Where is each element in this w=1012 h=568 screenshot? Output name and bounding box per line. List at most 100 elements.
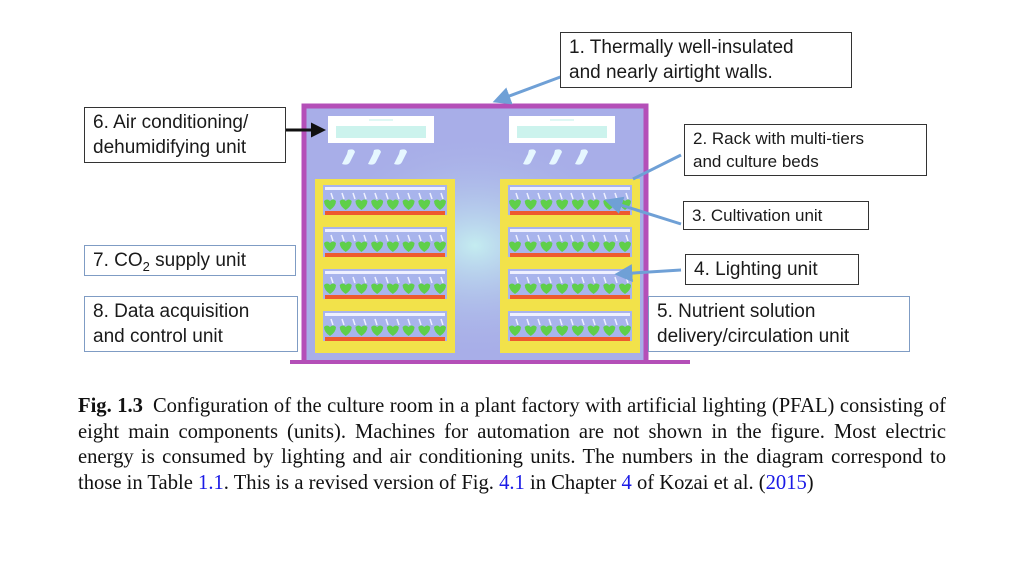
airflow-icon bbox=[575, 149, 588, 165]
plant-icon bbox=[524, 325, 537, 336]
plant-icon bbox=[339, 199, 352, 210]
table-link[interactable]: 1.1 bbox=[198, 472, 224, 495]
light-ray bbox=[559, 234, 563, 242]
light-ray bbox=[341, 234, 345, 242]
light-ray bbox=[440, 318, 444, 326]
plant-icon bbox=[434, 325, 446, 336]
culture-bed bbox=[325, 337, 445, 341]
plant-icon bbox=[324, 241, 336, 252]
plant-icon bbox=[386, 325, 399, 336]
culture-bed bbox=[510, 253, 630, 257]
plant-icon bbox=[324, 283, 336, 294]
light-ray bbox=[418, 192, 422, 200]
light-ray bbox=[418, 276, 422, 284]
label-lighting: 4. Lighting unit bbox=[685, 254, 859, 285]
label-nutrient-line1: 5. Nutrient solution bbox=[657, 301, 816, 322]
arrow-lighting bbox=[614, 264, 682, 283]
culture-room-diagram bbox=[286, 74, 690, 364]
plant-icon bbox=[619, 325, 631, 336]
plant-icon bbox=[540, 283, 553, 294]
light-ray bbox=[330, 276, 334, 284]
plant-icon bbox=[434, 199, 446, 210]
label-rack-line2: and culture beds bbox=[693, 152, 819, 171]
plant-icon bbox=[509, 283, 521, 294]
plant-icon bbox=[524, 241, 537, 252]
plant-icon bbox=[386, 241, 399, 252]
light-ray bbox=[440, 234, 444, 242]
light-ray bbox=[603, 234, 607, 242]
plant-icon bbox=[556, 325, 569, 336]
rack-tier bbox=[323, 269, 447, 299]
label-co2-subscript: 2 bbox=[142, 258, 150, 274]
label-walls-line2: and nearly airtight walls. bbox=[569, 62, 773, 83]
plant-icon bbox=[434, 241, 446, 252]
plant-icon bbox=[355, 199, 368, 210]
light-ray bbox=[515, 318, 519, 326]
culture-bed bbox=[510, 211, 630, 215]
rack-tier bbox=[508, 269, 632, 299]
plant-icon bbox=[418, 325, 431, 336]
culture-bed bbox=[325, 253, 445, 257]
plant-icon bbox=[619, 241, 631, 252]
light-ray bbox=[330, 234, 334, 242]
plant-icon bbox=[434, 283, 446, 294]
plant-icon bbox=[324, 325, 336, 336]
light-ray bbox=[559, 192, 563, 200]
rack-tier bbox=[323, 311, 447, 341]
light-ray bbox=[385, 192, 389, 200]
plant-icon bbox=[603, 283, 616, 294]
chapter-link[interactable]: 4 bbox=[621, 472, 632, 495]
plant-icon bbox=[386, 283, 399, 294]
citation-year-link[interactable]: 2015 bbox=[765, 472, 807, 495]
lighting-tube bbox=[510, 271, 630, 274]
plant-icon bbox=[418, 199, 431, 210]
plant-icon bbox=[524, 283, 537, 294]
ac-unit bbox=[509, 116, 615, 165]
plant-icon bbox=[571, 325, 584, 336]
plant-icon bbox=[540, 241, 553, 252]
plant-icon bbox=[587, 241, 600, 252]
plant-icon bbox=[402, 199, 415, 210]
label-lighting-text: 4. Lighting unit bbox=[694, 259, 818, 280]
light-ray bbox=[374, 192, 378, 200]
airflow-icon bbox=[342, 149, 355, 165]
light-ray bbox=[625, 234, 629, 242]
caption-text-3: in Chapter bbox=[524, 472, 622, 495]
lighting-tube bbox=[510, 313, 630, 316]
plant-icon bbox=[524, 199, 537, 210]
light-ray bbox=[440, 192, 444, 200]
rack-tier bbox=[323, 227, 447, 257]
light-ray bbox=[429, 234, 433, 242]
lighting-tube bbox=[510, 229, 630, 232]
light-ray bbox=[330, 318, 334, 326]
light-ray bbox=[537, 276, 541, 284]
plant-icon bbox=[571, 283, 584, 294]
light-ray bbox=[407, 318, 411, 326]
plant-icon bbox=[556, 283, 569, 294]
plant-icon bbox=[418, 241, 431, 252]
plant-icon bbox=[355, 283, 368, 294]
light-ray bbox=[352, 276, 356, 284]
light-ray bbox=[363, 234, 367, 242]
plant-icon bbox=[371, 325, 384, 336]
lighting-tube bbox=[325, 313, 445, 316]
plant-icon bbox=[402, 241, 415, 252]
arrow-cultivation bbox=[604, 196, 682, 226]
light-ray bbox=[537, 234, 541, 242]
label-nutrient-line2: delivery/circulation unit bbox=[657, 326, 850, 347]
figure-link[interactable]: 4.1 bbox=[499, 472, 525, 495]
arrow-walls bbox=[492, 74, 564, 105]
plant-icon bbox=[603, 325, 616, 336]
plant-icon bbox=[509, 325, 521, 336]
light-ray bbox=[625, 192, 629, 200]
light-ray bbox=[526, 234, 530, 242]
plant-icon bbox=[603, 241, 616, 252]
label-data-line1: 8. Data acquisition bbox=[93, 301, 250, 322]
light-ray bbox=[407, 276, 411, 284]
light-ray bbox=[548, 318, 552, 326]
label-data-line2: and control unit bbox=[93, 326, 223, 347]
label-cultivation: 3. Cultivation unit bbox=[683, 201, 869, 230]
lighting-tube bbox=[510, 187, 630, 190]
rack-tier bbox=[508, 311, 632, 341]
